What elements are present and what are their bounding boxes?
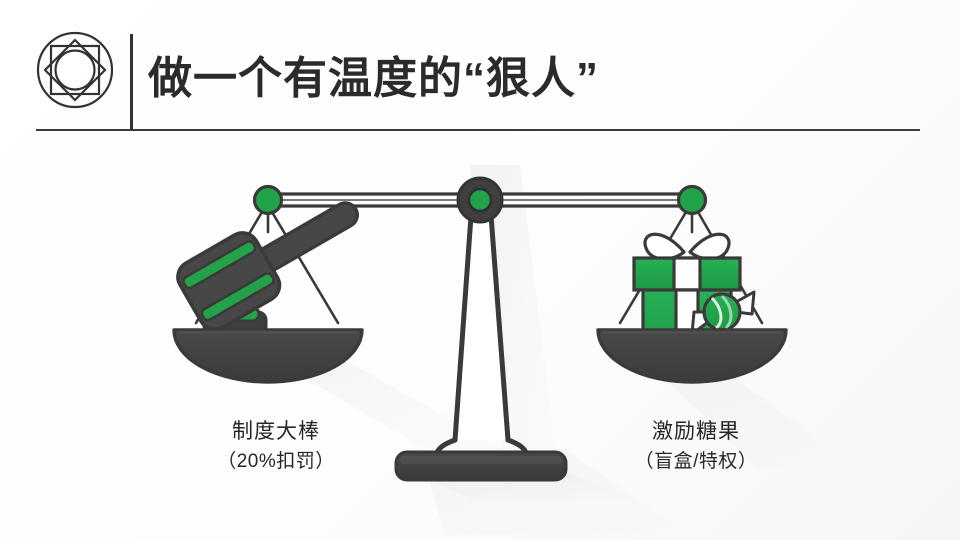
balance-scale-illustration: [0, 140, 960, 540]
candy-icon: [690, 290, 756, 336]
right-pan-assembly: [596, 184, 788, 384]
caption-right: 激励糖果 （盲盒/特权）: [576, 418, 816, 476]
scale-base: [394, 450, 568, 482]
circular-octagon-logo-icon: [36, 31, 114, 109]
page-title: 做一个有温度的“狠人”: [148, 54, 599, 103]
caption-right-title: 激励糖果: [652, 420, 740, 443]
title-divider: [130, 34, 133, 130]
caption-left: 制度大棒 （20%扣罚）: [156, 418, 396, 476]
header-rule: [36, 129, 920, 131]
caption-right-subtitle: （盲盒/特权）: [634, 451, 758, 472]
left-pan-assembly: [172, 184, 364, 384]
caption-left-title: 制度大棒: [232, 420, 320, 443]
caption-left-subtitle: （20%扣罚）: [217, 451, 335, 472]
gavel-icon: [176, 201, 359, 332]
pivot-knob: [456, 176, 504, 224]
slide-header: 做一个有温度的“狠人”: [0, 0, 960, 140]
